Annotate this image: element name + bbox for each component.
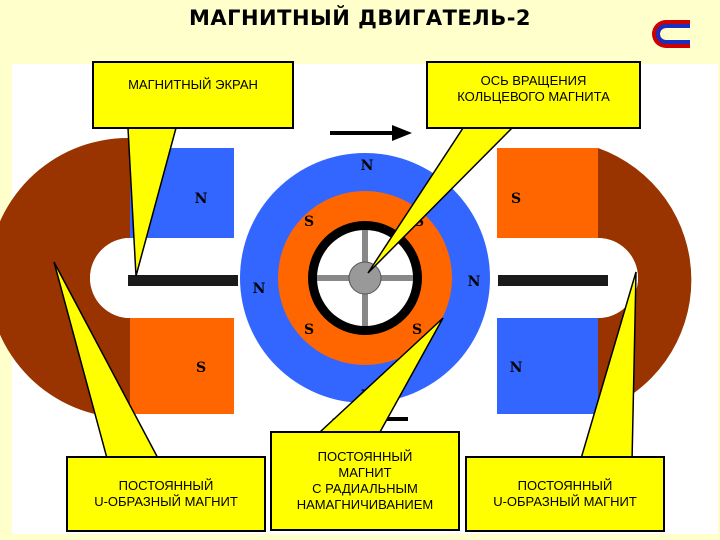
pole-label-s: S <box>304 214 314 230</box>
horseshoe-magnet-icon <box>652 20 690 48</box>
pole-label-n: N <box>361 158 374 174</box>
left-magnetic-screen <box>128 275 238 286</box>
pole-label-s: S <box>412 322 422 338</box>
callout-radial-magnet: ПОСТОЯННЫЙ МАГНИТ С РАДИАЛЬНЫМ НАМАГНИЧИ… <box>270 431 460 531</box>
callout-right-u-magnet: ПОСТОЯННЫЙ U-ОБРАЗНЫЙ МАГНИТ <box>465 456 665 532</box>
right-magnetic-screen <box>498 275 608 286</box>
pole-label-n: N <box>468 274 481 290</box>
page-title: МАГНИТНЫЙ ДВИГАТЕЛЬ-2 <box>188 6 532 30</box>
right-magnet-south-pole <box>497 148 598 238</box>
pole-label-n: N <box>253 281 266 297</box>
callout-left-u-magnet: ПОСТОЯННЫЙ U-ОБРАЗНЫЙ МАГНИТ <box>66 456 266 532</box>
pole-label-n: N <box>510 360 523 376</box>
pole-label-s: S <box>196 360 206 376</box>
pole-label-s: S <box>511 191 521 207</box>
pole-label-n: N <box>195 191 208 207</box>
rotation-axis <box>348 261 382 295</box>
callout-rotation-axis: ОСЬ ВРАЩЕНИЯ КОЛЬЦЕВОГО МАГНИТА <box>426 61 641 129</box>
callout-magnetic-screen: МАГНИТНЫЙ ЭКРАН <box>92 61 294 129</box>
left-magnet-south-pole <box>130 318 234 414</box>
right-magnet-north-pole <box>497 318 598 414</box>
rotation-arrow-top <box>330 125 412 141</box>
pole-label-s: S <box>304 322 314 338</box>
